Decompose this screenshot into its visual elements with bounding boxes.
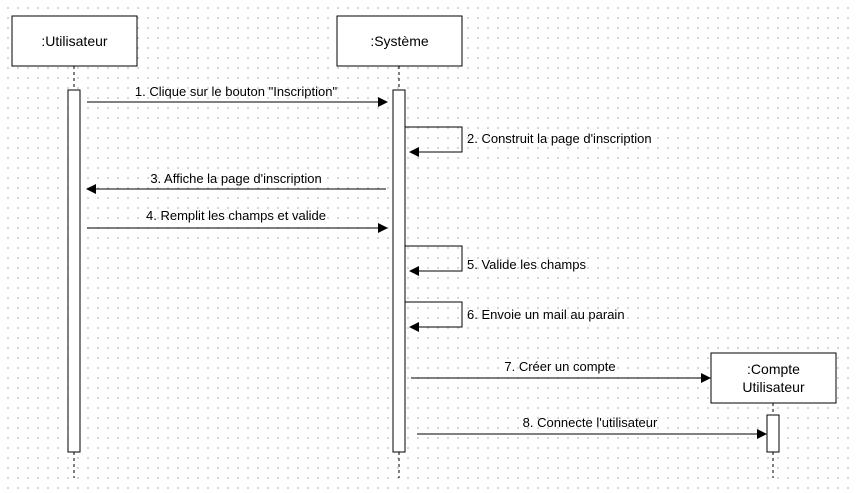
activation-bar-utilisateur[interactable] <box>67 89 81 453</box>
message-2-line <box>405 126 463 153</box>
message-6-arrowhead <box>409 322 419 332</box>
participant-box-utilisateur[interactable] <box>11 15 138 67</box>
message-2[interactable]: 2. Construit la page d'inscription <box>405 126 652 157</box>
message-6-line <box>405 301 463 328</box>
message-3[interactable]: 3. Affiche la page d'inscription <box>86 171 386 194</box>
participant-label-compte-line2: Utilisateur <box>742 379 805 395</box>
message-5-label: 5. Valide les champs <box>467 257 586 272</box>
message-5[interactable]: 5. Valide les champs <box>405 245 586 276</box>
activation-bar-compte[interactable] <box>766 414 780 453</box>
participant-label-systeme: :Système <box>370 33 429 49</box>
message-8-arrowhead <box>757 429 767 439</box>
message-1-label: 1. Clique sur le bouton "Inscription" <box>135 84 338 99</box>
message-2-label: 2. Construit la page d'inscription <box>467 131 652 146</box>
message-4[interactable]: 4. Remplit les champs et valide <box>87 208 388 233</box>
message-3-arrowhead <box>86 184 96 194</box>
message-1-arrowhead <box>378 97 388 107</box>
participant-label-utilisateur: :Utilisateur <box>41 33 107 49</box>
message-2-arrowhead <box>409 147 419 157</box>
message-4-arrowhead <box>378 223 388 233</box>
lifeline-compte-utilisateur[interactable]: :Compte Utilisateur <box>710 352 837 478</box>
lifeline-utilisateur[interactable]: :Utilisateur <box>11 15 138 478</box>
message-3-label: 3. Affiche la page d'inscription <box>150 171 321 186</box>
message-5-line <box>405 245 463 272</box>
message-1[interactable]: 1. Clique sur le bouton "Inscription" <box>87 84 388 107</box>
message-6-label: 6. Envoie un mail au parain <box>467 307 625 322</box>
activation-bar-systeme[interactable] <box>392 89 406 453</box>
participant-box-systeme[interactable] <box>336 15 463 67</box>
message-8-label: 8. Connecte l'utilisateur <box>523 415 658 430</box>
message-7-arrowhead <box>701 373 711 383</box>
lifeline-systeme[interactable]: :Système <box>336 15 463 478</box>
message-4-label: 4. Remplit les champs et valide <box>146 208 326 223</box>
message-8[interactable]: 8. Connecte l'utilisateur <box>417 415 767 439</box>
message-6[interactable]: 6. Envoie un mail au parain <box>405 301 625 332</box>
message-7-label: 7. Créer un compte <box>504 359 615 374</box>
message-5-arrowhead <box>409 266 419 276</box>
message-7[interactable]: 7. Créer un compte <box>411 359 711 383</box>
participant-label-compte-line1: :Compte <box>747 361 800 377</box>
